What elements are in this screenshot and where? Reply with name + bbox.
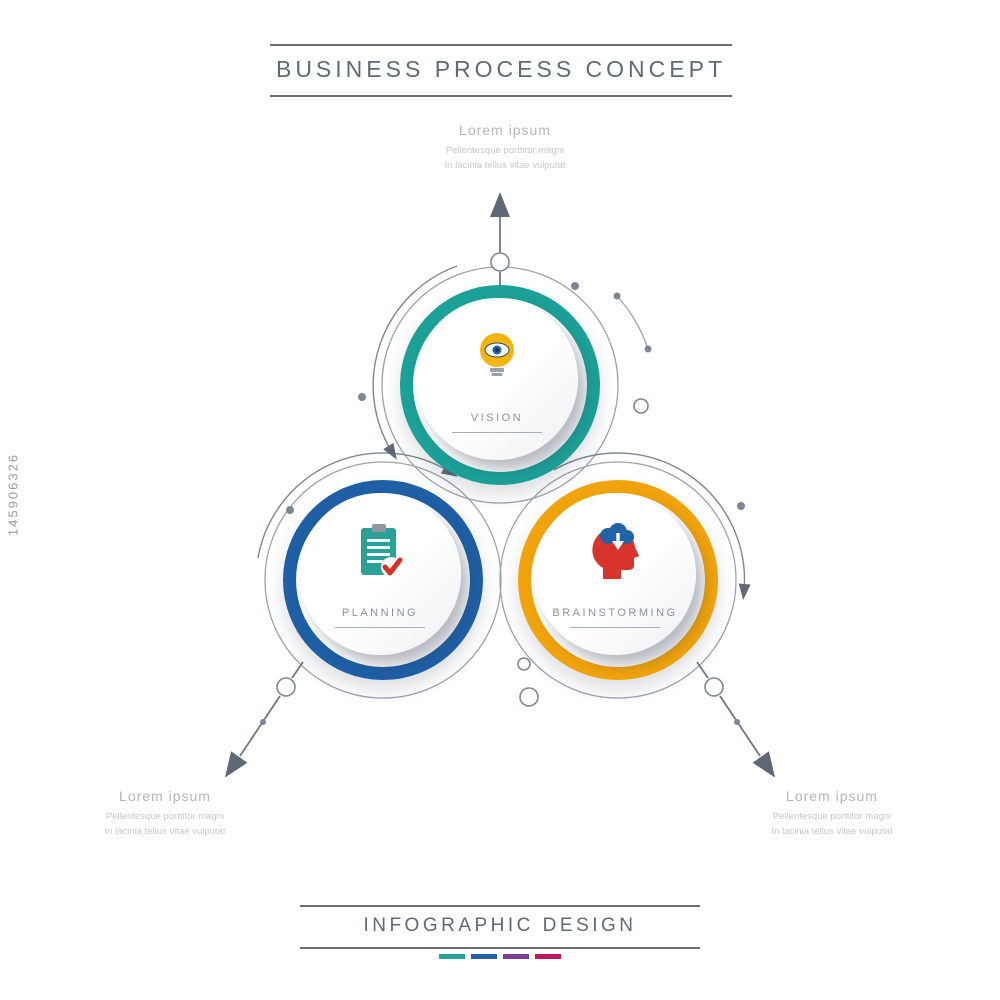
brainstorming-outer-circle (499, 461, 737, 699)
vision-inner-circle: VISION (416, 298, 578, 460)
text-block-line: Pellentesque porttitor magni (445, 145, 565, 156)
text-block-line: In lacinia tellus vitae vulputat (444, 159, 566, 171)
node-label-planning: PLANNING (341, 607, 419, 619)
up-arrow-icon (490, 192, 510, 217)
node-vision: VISION (400, 285, 600, 485)
text-block-line: In lacinia tellus vitae vulputat (771, 825, 893, 837)
footer-color-bars (0, 954, 1000, 959)
down-left-arrow-icon (224, 751, 248, 778)
bulb-eye-icon (469, 328, 525, 384)
color-bar (503, 954, 529, 959)
planning-outer-circle (264, 461, 502, 699)
text-block-bottom-left: Lorem ipsum Pellentesque porttitor magni… (15, 788, 315, 839)
label-underline (452, 432, 542, 433)
planning-arc-arrow (257, 452, 451, 559)
header: BUSINESS PROCESS CONCEPT (270, 44, 732, 97)
node-planning: PLANNING (283, 480, 483, 680)
planning-inner-circle: PLANNING (299, 493, 461, 655)
watermark: 145906326 (5, 452, 21, 537)
arc-arrowhead-icon (383, 442, 397, 460)
footer: INFOGRAPHIC DESIGN (300, 905, 700, 949)
page-title: BUSINESS PROCESS CONCEPT (275, 56, 727, 82)
color-bar (471, 954, 497, 959)
arc-arrowhead-icon (738, 583, 751, 600)
color-bar (535, 954, 561, 959)
footer-title: INFOGRAPHIC DESIGN (363, 915, 637, 936)
text-block-line: Pellentesque porttitor magni (105, 811, 225, 822)
brainstorming-arc-arrow (553, 452, 746, 592)
text-block-heading: Lorem ipsum (786, 788, 878, 804)
text-block-line: In lacinia tellus vitae vulputat (104, 825, 226, 837)
clipboard-check-icon (357, 523, 403, 579)
node-brainstorming: BRAINSTORMING (518, 480, 718, 680)
vision-arc-arrow (372, 265, 458, 453)
text-block-heading: Lorem ipsum (119, 788, 211, 804)
brainstorming-inner-circle: BRAINSTORMING (534, 493, 696, 655)
label-underline (570, 627, 660, 628)
color-bar (439, 954, 465, 959)
text-block-top: Lorem ipsum Pellentesque porttitor magni… (355, 122, 655, 173)
head-cloud-icon (590, 523, 640, 579)
text-block-heading: Lorem ipsum (459, 122, 551, 138)
text-block-bottom-right: Lorem ipsum Pellentesque porttitor magni… (682, 788, 982, 839)
node-label-brainstorming: BRAINSTORMING (552, 607, 678, 619)
node-label-vision: VISION (470, 412, 524, 424)
label-underline (335, 627, 425, 628)
text-block-line: Pellentesque porttitor magni (772, 811, 892, 822)
down-right-arrow-icon (752, 751, 776, 778)
